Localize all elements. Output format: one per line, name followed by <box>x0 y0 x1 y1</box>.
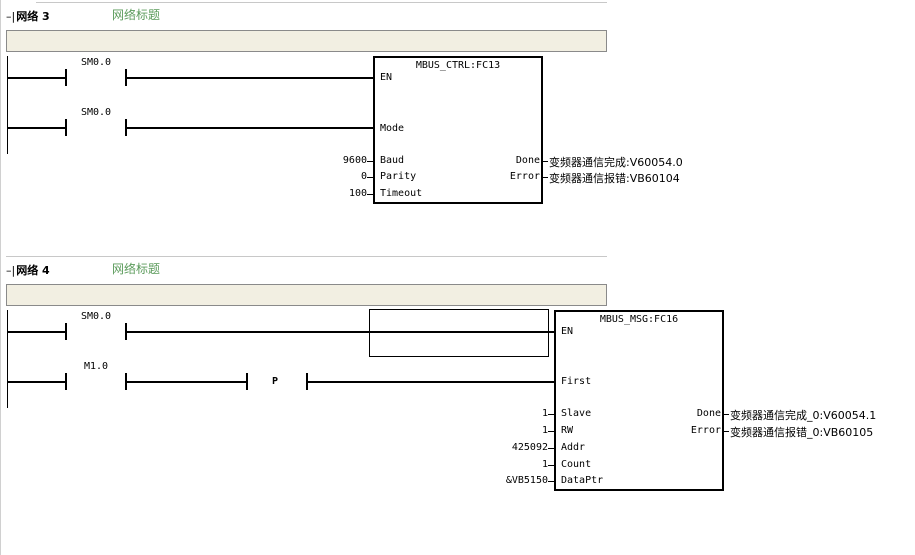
contact-left-bar <box>65 119 67 136</box>
operand-slave[interactable]: 1 <box>541 408 548 419</box>
operand-count[interactable]: 1 <box>541 459 548 470</box>
pin-en: EN <box>561 326 574 337</box>
pin-error: Error <box>690 425 721 436</box>
pin-done: Done <box>696 408 721 419</box>
collapse-toggle-icon[interactable]: –| <box>6 264 16 277</box>
contact-sm0-0-label[interactable]: SM0.0 <box>80 107 112 118</box>
operand-addr[interactable]: 425092 <box>511 442 548 453</box>
pin-done: Done <box>515 155 540 166</box>
contact-m1-0-label[interactable]: M1.0 <box>83 361 109 372</box>
rung-wire <box>127 331 555 333</box>
mbus-msg-block[interactable]: MBUS_MSG:FC16 <box>554 310 724 491</box>
block-title: MBUS_CTRL:FC13 <box>415 60 501 71</box>
pin-stub <box>722 414 729 415</box>
network-4-top-separator <box>6 256 607 257</box>
pin-addr: Addr <box>561 442 586 453</box>
pin-stub <box>548 465 554 466</box>
contact-right-bar <box>125 119 127 136</box>
network-3-header[interactable]: –|网络 3 <box>6 8 50 24</box>
network-3-title[interactable]: 网络标题 <box>112 8 161 22</box>
pin-slave: Slave <box>561 408 592 419</box>
mbus-ctrl-block[interactable]: MBUS_CTRL:FC13 <box>373 56 543 204</box>
operand-rw[interactable]: 1 <box>541 425 548 436</box>
rung-wire <box>127 381 247 383</box>
rung-wire <box>7 331 65 333</box>
contact-right-bar <box>125 69 127 86</box>
edge-right-bar <box>306 373 308 390</box>
contact-left-bar <box>65 323 67 340</box>
rung-wire <box>127 127 374 129</box>
pin-first: First <box>561 376 592 387</box>
rung-wire <box>308 381 555 383</box>
rung-wire <box>7 127 65 129</box>
pin-error: Error <box>509 171 540 182</box>
pin-parity: Parity <box>380 171 417 182</box>
contact-sm0-0-label[interactable]: SM0.0 <box>80 57 112 68</box>
pin-rw: RW <box>561 425 574 436</box>
pin-count: Count <box>561 459 592 470</box>
output-done-value[interactable]: 变频器通信完成_0:V60054.1 <box>730 409 877 422</box>
pin-mode: Mode <box>380 123 405 134</box>
pin-stub <box>367 194 373 195</box>
selection-rectangle[interactable] <box>369 309 549 357</box>
edge-left-bar <box>246 373 248 390</box>
output-error-value[interactable]: 变频器通信报错:VB60104 <box>549 172 680 185</box>
network-4-label: 网络 4 <box>16 264 50 277</box>
network-4-title[interactable]: 网络标题 <box>112 262 161 276</box>
pin-stub <box>548 431 554 432</box>
rung-wire <box>7 381 65 383</box>
contact-right-bar <box>125 323 127 340</box>
positive-edge-label[interactable]: P <box>272 376 279 387</box>
network-4-comment-bar[interactable] <box>6 284 607 306</box>
contact-right-bar <box>125 373 127 390</box>
contact-left-bar <box>65 69 67 86</box>
pin-stub <box>548 414 554 415</box>
pin-stub <box>367 177 373 178</box>
pin-stub <box>541 161 548 162</box>
rung-wire <box>127 77 374 79</box>
pin-stub <box>548 448 554 449</box>
network-3-comment-bar[interactable] <box>6 30 607 52</box>
contact-left-bar <box>65 373 67 390</box>
pin-timeout: Timeout <box>380 188 423 199</box>
contact-sm0-0-label[interactable]: SM0.0 <box>80 311 112 322</box>
pin-stub <box>722 431 729 432</box>
network-4-power-rail <box>7 310 8 408</box>
output-error-value[interactable]: 变频器通信报错_0:VB60105 <box>730 426 874 439</box>
network-3-power-rail <box>7 56 8 154</box>
network-4-header[interactable]: –|网络 4 <box>6 262 50 278</box>
pin-stub <box>367 161 373 162</box>
pin-dataptr: DataPtr <box>561 475 604 486</box>
operand-dataptr[interactable]: &VB5150 <box>505 475 548 486</box>
collapse-toggle-icon[interactable]: –| <box>6 10 16 23</box>
network-3-label: 网络 3 <box>16 10 50 23</box>
output-done-value[interactable]: 变频器通信完成:V60054.0 <box>549 156 683 169</box>
pin-baud: Baud <box>380 155 405 166</box>
editor-left-edge <box>0 0 1 555</box>
rung-wire <box>7 77 65 79</box>
block-title: MBUS_MSG:FC16 <box>599 314 679 325</box>
network-3-top-separator <box>36 2 607 3</box>
operand-baud[interactable]: 9600 <box>342 155 367 166</box>
operand-timeout[interactable]: 100 <box>348 188 367 199</box>
pin-en: EN <box>380 72 393 83</box>
pin-stub <box>541 177 548 178</box>
pin-stub <box>548 481 554 482</box>
operand-parity[interactable]: 0 <box>360 171 367 182</box>
